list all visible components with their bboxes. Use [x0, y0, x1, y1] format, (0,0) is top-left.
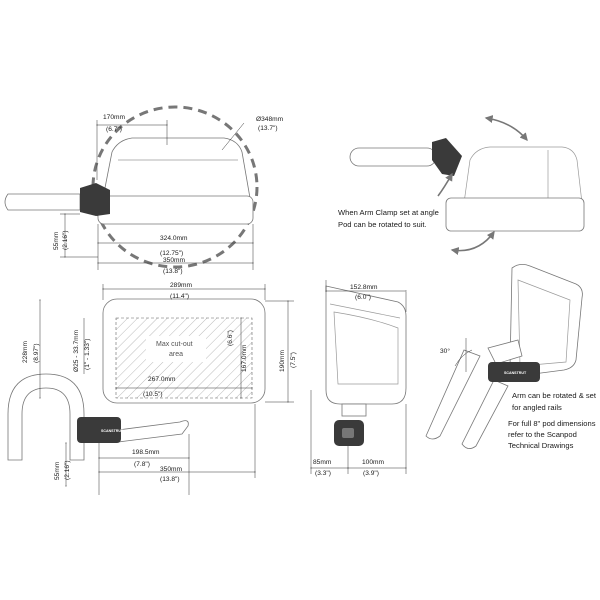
dim-167: 167.0mm [241, 344, 248, 372]
dim-55-top-in: (2.16") [62, 230, 69, 250]
dim-348: Ø348mm [256, 116, 284, 123]
dim-190: 190mm [279, 350, 286, 372]
clamp-note-2: Pod can be rotated to suit. [338, 220, 427, 229]
dim-167-in: (6.6") [227, 330, 234, 346]
angle-30: 30° [440, 347, 450, 355]
dim-228: 228mm [22, 341, 29, 363]
curved-rail [7, 373, 85, 461]
rail-left [4, 193, 81, 211]
rotate-arrow-top [484, 115, 528, 142]
arm-clamp [80, 183, 110, 216]
dim-324-in: (12.75") [160, 250, 183, 257]
pod-dome [102, 137, 251, 199]
dim-1528: 152.8mm [350, 284, 378, 291]
rotate-arrow-left [437, 172, 453, 197]
pod-note-3: Technical Drawings [508, 441, 574, 450]
dim-1985: 198.5mm [132, 449, 160, 456]
pod-side-view: 152.8mm (6.0") 85mm (3.3") 100mm (3.9") [310, 280, 407, 477]
dim-1985-in: (7.8") [134, 461, 150, 468]
dim-350-top-in: (13.8") [163, 268, 183, 275]
dim-267-in: (10.5") [143, 391, 163, 398]
dim-289-in: (11.4") [170, 293, 189, 300]
dim-85-in: (3.3") [315, 470, 331, 477]
rail-side-view: SCANSTRUT 228mm (8.97") Ø25 - 33.7mm (1"… [7, 299, 256, 495]
dim-55-bottom: 55mm [54, 461, 61, 480]
arm-note-2: for angled rails [512, 403, 562, 412]
dim-rail-dia-in: (1" - 1.33") [84, 339, 91, 370]
rail-angled-2 [461, 379, 509, 449]
dim-289: 289mm [170, 282, 192, 289]
dim-100-in: (3.9") [363, 470, 379, 477]
dim-rail-dia: Ø25 - 33.7mm [73, 329, 80, 372]
angled-clamp-body [488, 362, 540, 382]
dim-190-in: (7.5") [290, 352, 297, 368]
side-mount-bracket [341, 403, 367, 417]
dim-324: 324.0mm [160, 235, 188, 242]
front-view: 170mm (6.7") Ø348mm (13.7") 55mm (2.16")… [4, 105, 284, 275]
dim-170: 170mm [103, 114, 125, 121]
mount-arm [117, 420, 189, 443]
dim-267: 267.0mm [148, 376, 176, 383]
dim-100: 100mm [362, 459, 384, 466]
angled-clamp-brand: SCANSTRUT [504, 371, 527, 375]
dim-228-in: (8.97") [33, 343, 40, 363]
cutout-label-2: area [169, 351, 183, 358]
angled-clamp-view: When Arm Clamp set at angle Pod can be r… [338, 115, 585, 255]
pod-dome-right [463, 146, 583, 204]
angle-arc [454, 349, 473, 367]
dim-350-top: 350mm [163, 257, 185, 264]
rotate-arrow-bottom [450, 230, 495, 255]
pod-note-2: refer to the Scanpod [508, 430, 577, 439]
dim-350-bottom-in: (13.8") [160, 476, 180, 483]
clamp-brand-label: SCANSTRUT [101, 429, 124, 433]
clamp-note-1: When Arm Clamp set at angle [338, 208, 439, 217]
clamp-body [77, 417, 121, 443]
rail-right [349, 147, 437, 167]
cutout-label-1: Max cut-out [156, 341, 193, 348]
pod-side-outline [325, 285, 407, 405]
angled-rail-view: SCANSTRUT 30° Arm can be rotated & set f… [425, 264, 597, 450]
dim-1528-in: (6.0") [355, 294, 371, 301]
pod-base-right [445, 197, 585, 232]
arm-angled [487, 339, 523, 365]
dim-55-top: 55mm [53, 231, 60, 250]
dim-350-bottom: 350mm [160, 466, 182, 473]
dim-85: 85mm [313, 459, 332, 466]
dim-170-in: (6.7") [106, 126, 122, 133]
angled-clamp [432, 138, 462, 176]
pod-note-1: For full 8" pod dimensions [508, 419, 596, 428]
pod-base [97, 195, 254, 225]
rotation-circle [91, 105, 259, 269]
dim-55-bottom-in: (2.16") [64, 460, 71, 480]
rail-angled-1 [425, 349, 481, 440]
arm-note-1: Arm can be rotated & set [512, 391, 597, 400]
dim-348-in: (13.7") [258, 125, 278, 132]
plan-view: Max cut-out area 289mm (11.4") 167.0mm (… [102, 282, 297, 404]
